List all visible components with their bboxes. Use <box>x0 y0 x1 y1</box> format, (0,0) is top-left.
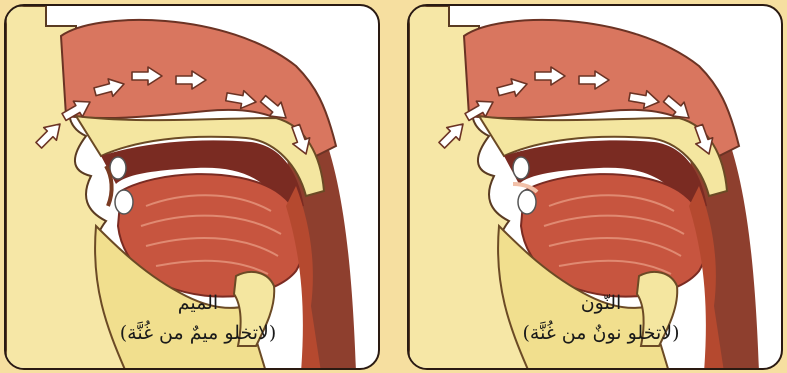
closed-lips <box>106 166 112 206</box>
panel-meem: الميم (لاتخلو ميمٌ من غُنَّة) <box>4 4 380 370</box>
caption-noon: النّون (لاتخلو نونٌ من غُنَّة) <box>501 290 701 346</box>
panel-noon: النّون (لاتخلو نونٌ من غُنَّة) <box>407 4 783 370</box>
letter-label: النّون <box>501 290 701 316</box>
letter-label: الميم <box>98 290 298 316</box>
ghunnah-note: (لاتخلو نونٌ من غُنَّة) <box>501 320 701 346</box>
ghunnah-note: (لاتخلو ميمٌ من غُنَّة) <box>98 320 298 346</box>
caption-meem: الميم (لاتخلو ميمٌ من غُنَّة) <box>98 290 298 346</box>
